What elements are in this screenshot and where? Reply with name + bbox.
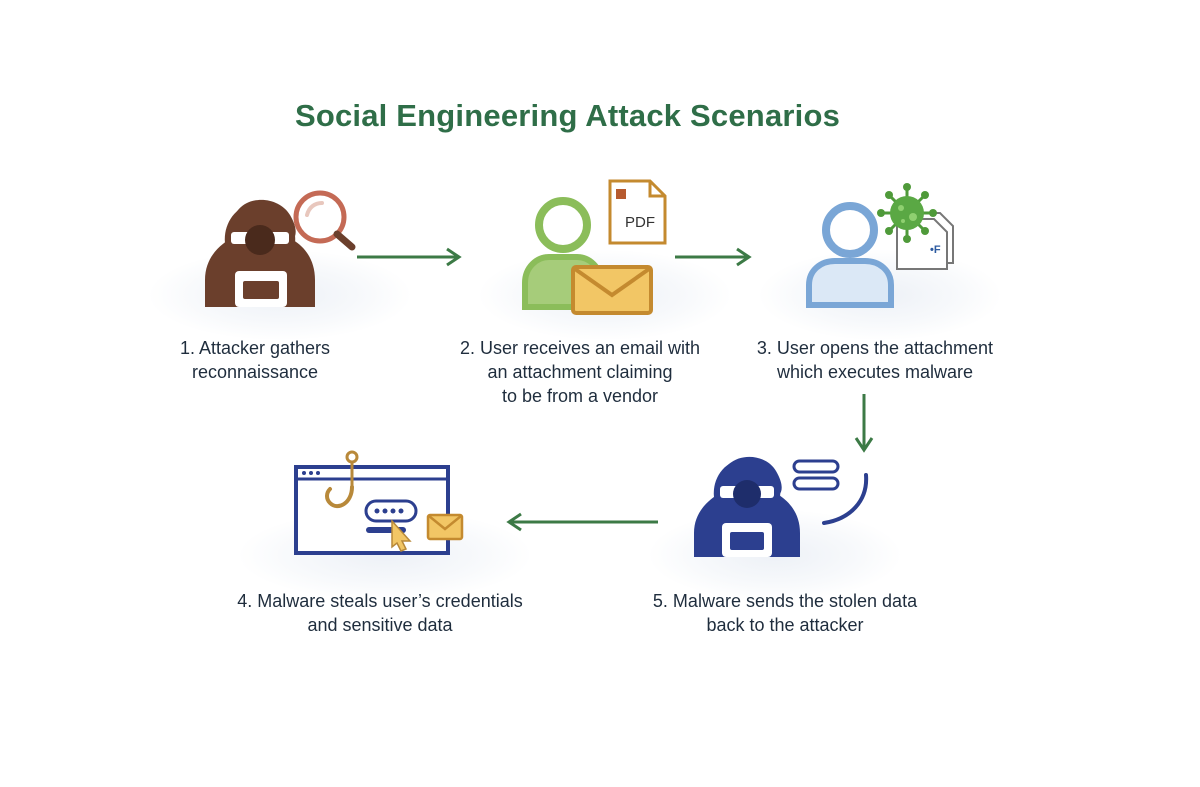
svg-text:PDF: PDF [625,214,655,231]
step-4-line-1: 4. Malware steals user’s credentials [237,591,523,611]
svg-text:•F: •F [930,244,941,256]
data-stack-icon [792,459,840,491]
envelope-icon [571,265,653,315]
step-1-line-2: reconnaissance [191,362,319,382]
hooded-attacker-data-icon [694,456,869,557]
step-2-line-1: 2. User receives an email with [459,338,701,358]
virus-icon [877,183,937,243]
step-5-line-2: back to the attacker [706,615,864,635]
cursor-icon [391,519,412,552]
step-2-line-2: an attachment claiming [487,362,673,382]
step-1-caption: 1. Attacker gathers reconnaissance [140,336,370,384]
user-virus-document-icon: •F [806,183,954,308]
step-4-caption: 4. Malware steals user’s credentials and… [215,589,545,637]
arrow-step2-to-step3 [675,247,752,267]
step-3-line-2: which executes malware [776,362,974,382]
arrow-step5-to-step4 [506,512,658,532]
step-3-caption: 3. User opens the attachment which execu… [730,336,1020,384]
step-1-line-1: 1. Attacker gathers [179,338,331,358]
hooded-attacker-magnifier-icon [205,190,356,307]
arrow-step3-to-step5 [854,394,874,453]
step-5-caption: 5. Malware sends the stolen data back to… [630,589,940,637]
step-3-line-1: 3. User opens the attachment [756,338,994,358]
fishing-hook-icon [325,450,359,509]
step-4-line-2: and sensitive data [307,615,453,635]
diagram-title: Social Engineering Attack Scenarios [294,98,841,133]
step-5-line-1: 5. Malware sends the stolen data [652,591,918,611]
user-email-pdf-icon: PDF [522,179,667,315]
step-2-caption: 2. User receives an email with an attach… [435,336,725,408]
envelope-icon [426,513,464,541]
arrow-step1-to-step2 [357,247,462,267]
step-2-line-3: to be from a vendor [501,386,659,406]
browser-phishing-hook-icon [294,450,464,555]
pdf-document-icon: PDF [608,179,667,245]
